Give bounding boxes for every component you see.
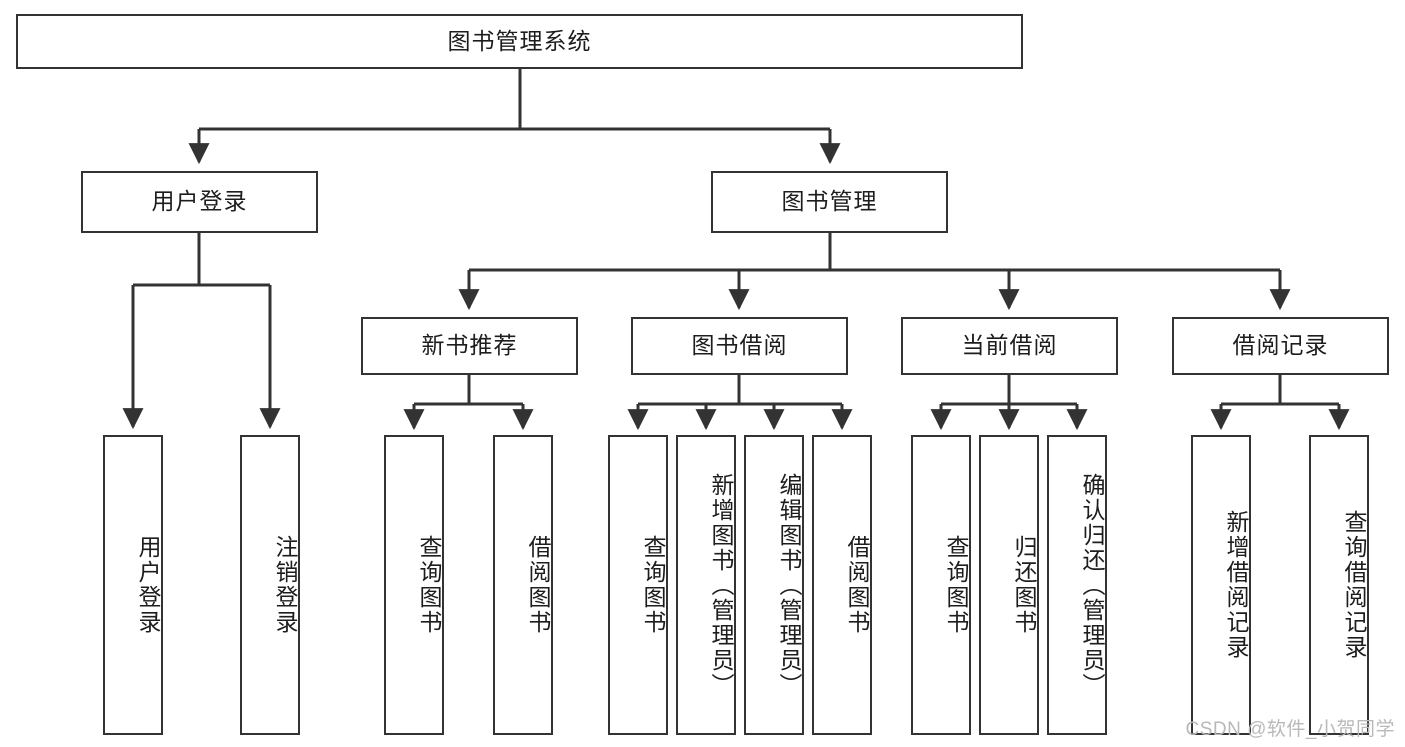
node-borrow-record[interactable]: 借阅记录 bbox=[1172, 317, 1389, 375]
node-current-borrow-label: 当前借阅 bbox=[961, 332, 1058, 359]
leaf-return-book[interactable]: 归还图书 bbox=[979, 435, 1039, 735]
node-book-borrow[interactable]: 图书借阅 bbox=[631, 317, 848, 375]
leaf-add-borrow-record[interactable]: 新增借阅记录 bbox=[1191, 435, 1251, 735]
leaf-edit-book-admin[interactable]: 编辑图书（管理员） bbox=[744, 435, 804, 735]
leaf-query-borrow-record-label: 查询借阅记录 bbox=[1341, 510, 1367, 660]
leaf-query-book-1-label: 查询图书 bbox=[416, 535, 442, 635]
leaf-borrow-book-1-label: 借阅图书 bbox=[525, 535, 551, 635]
node-root-label: 图书管理系统 bbox=[447, 27, 592, 54]
node-current-borrow[interactable]: 当前借阅 bbox=[901, 317, 1118, 375]
leaf-return-book-label: 归还图书 bbox=[1011, 535, 1037, 635]
node-new-book-recommend-label: 新书推荐 bbox=[421, 332, 518, 359]
leaf-confirm-return-admin[interactable]: 确认归还（管理员） bbox=[1047, 435, 1107, 735]
leaf-add-borrow-record-label: 新增借阅记录 bbox=[1223, 510, 1249, 660]
leaf-confirm-return-admin-label: 确认归还（管理员） bbox=[1079, 472, 1105, 698]
leaf-add-book-admin[interactable]: 新增图书（管理员） bbox=[676, 435, 736, 735]
leaf-add-book-admin-label: 新增图书（管理员） bbox=[708, 472, 734, 698]
leaf-query-borrow-record[interactable]: 查询借阅记录 bbox=[1309, 435, 1369, 735]
leaf-query-book-1[interactable]: 查询图书 bbox=[384, 435, 444, 735]
node-book-manage[interactable]: 图书管理 bbox=[711, 171, 948, 233]
node-user-login[interactable]: 用户登录 bbox=[81, 171, 318, 233]
leaf-query-book-3-label: 查询图书 bbox=[943, 535, 969, 635]
leaf-user-login-label: 用户登录 bbox=[135, 535, 161, 635]
leaf-edit-book-admin-label: 编辑图书（管理员） bbox=[776, 472, 802, 698]
node-book-manage-label: 图书管理 bbox=[781, 188, 878, 215]
leaf-user-login[interactable]: 用户登录 bbox=[103, 435, 163, 735]
leaf-logout-login-label: 注销登录 bbox=[272, 535, 298, 635]
node-user-login-label: 用户登录 bbox=[151, 188, 248, 215]
leaf-borrow-book-2[interactable]: 借阅图书 bbox=[812, 435, 872, 735]
leaf-borrow-book-1[interactable]: 借阅图书 bbox=[493, 435, 553, 735]
leaf-query-book-3[interactable]: 查询图书 bbox=[911, 435, 971, 735]
node-borrow-record-label: 借阅记录 bbox=[1232, 332, 1329, 359]
node-new-book-recommend[interactable]: 新书推荐 bbox=[361, 317, 578, 375]
node-root[interactable]: 图书管理系统 bbox=[16, 14, 1023, 69]
leaf-query-book-2-label: 查询图书 bbox=[640, 535, 666, 635]
leaf-borrow-book-2-label: 借阅图书 bbox=[844, 535, 870, 635]
node-book-borrow-label: 图书借阅 bbox=[691, 332, 788, 359]
leaf-query-book-2[interactable]: 查询图书 bbox=[608, 435, 668, 735]
leaf-logout-login[interactable]: 注销登录 bbox=[240, 435, 300, 735]
